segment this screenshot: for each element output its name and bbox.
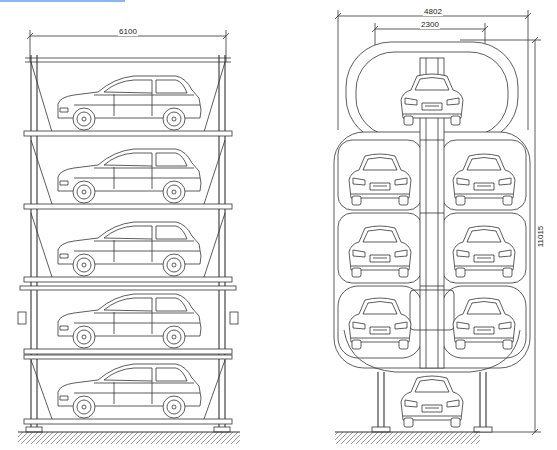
front-view	[334, 10, 541, 444]
dimension-label: 11015	[537, 224, 546, 248]
side-view	[18, 30, 240, 444]
dimension-label: 6100	[118, 27, 138, 36]
dimension-label: 2300	[420, 20, 440, 29]
dimension-label: 4802	[423, 7, 443, 16]
